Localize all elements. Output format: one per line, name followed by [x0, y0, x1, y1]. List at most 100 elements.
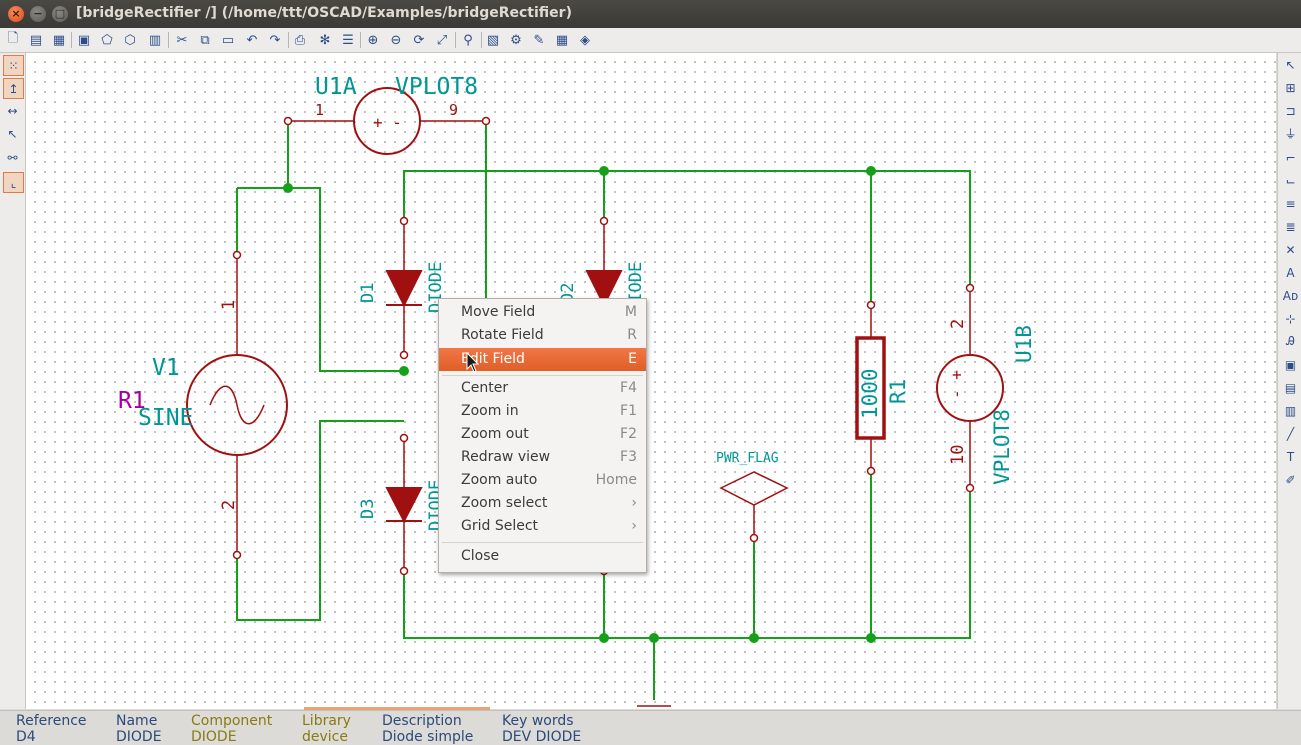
menu-item-zoom-select[interactable]: Zoom select ›: [461, 495, 637, 511]
zoom-auto-icon[interactable]: ⤢: [436, 32, 448, 48]
find-icon[interactable]: ⚲: [463, 32, 473, 48]
annotate-icon[interactable]: ▧: [486, 32, 500, 48]
place-power-icon[interactable]: ⏚: [1284, 127, 1297, 141]
right-toolbar: ↖ ⊞ ⊐ ⏚ ⌐ ⌙ ≡ ≣ ✕ A Aᴅ ⊹ Ꭿ ▣ ▤ ▥ ╱ T ✐: [1277, 53, 1301, 709]
close-window-button[interactable]: ×: [8, 6, 24, 22]
schematic-canvas[interactable]: + - - + U1A VPLOT8 1 9 V1 R1 SINE 1 2 D1…: [26, 53, 1276, 709]
status-component: Component DIODE: [191, 713, 273, 745]
import-pin-icon[interactable]: ▤: [1284, 380, 1297, 395]
maximize-window-button[interactable]: □: [52, 6, 68, 22]
hierarchy-nav-icon[interactable]: ⊞: [1285, 80, 1296, 95]
d1-label[interactable]: D1: [358, 282, 378, 303]
junction-icon[interactable]: ⊹: [1285, 311, 1296, 326]
cursor-shape-icon[interactable]: ↖: [7, 126, 18, 141]
erc-icon[interactable]: ⚙: [510, 32, 522, 48]
graphic-text-icon[interactable]: T: [1286, 449, 1295, 464]
junctions: [283, 166, 876, 643]
units-mm-icon[interactable]: ↔: [7, 103, 18, 118]
diode-triangles: [385, 270, 623, 524]
cvpcb-icon[interactable]: ✎: [533, 32, 545, 48]
r1-label[interactable]: R1: [886, 378, 910, 404]
r1-value-label[interactable]: 1000: [858, 368, 882, 419]
vplot8-right-label[interactable]: VPLOT8: [990, 409, 1014, 485]
hidden-pins-icon[interactable]: ⚯: [7, 150, 18, 165]
pcbnew-icon[interactable]: ◈: [580, 32, 590, 48]
status-description: Description Diode simple: [382, 713, 474, 745]
sine-label[interactable]: SINE: [138, 405, 194, 431]
no-connect-icon[interactable]: ✕: [1285, 242, 1296, 257]
page-settings-icon[interactable]: ▣: [77, 32, 91, 48]
paste-icon[interactable]: ▭: [221, 32, 235, 48]
status-keywords: Key words DEV DIODE: [502, 713, 582, 745]
wire-angle-icon[interactable]: ⌞: [3, 172, 24, 193]
hier-sheet-icon[interactable]: ▣: [1284, 357, 1297, 372]
menu-item-rotate-field[interactable]: Rotate Field R: [461, 327, 637, 343]
pwr-flag-label[interactable]: PWR_FLAG: [716, 451, 779, 466]
grid-toggle-icon[interactable]: ⁙: [3, 55, 24, 76]
main-toolbar: 🗋 ▤ ▦ ▣ ⬠ ⬡ ▥ ✂ ⧉ ▭ ↶ ↷ ⎙ ✻ ☰ ⊕ ⊖ ⟳ ⤢ ⚲ …: [0, 28, 1301, 53]
global-label-icon[interactable]: Aᴅ: [1282, 288, 1299, 303]
place-bus-icon[interactable]: ⌙: [1285, 173, 1296, 188]
u1a-label[interactable]: U1A: [315, 74, 357, 100]
place-wire-icon[interactable]: ⌐: [1285, 150, 1296, 165]
schematic-drawing: + - - +: [186, 87, 1004, 707]
copy-icon[interactable]: ⧉: [200, 32, 210, 48]
library-browser-icon[interactable]: ▥: [148, 32, 162, 48]
save-icon[interactable]: ▦: [52, 32, 66, 48]
redraw-icon[interactable]: ⟳: [413, 32, 425, 48]
redo-icon[interactable]: ↷: [269, 32, 281, 48]
bom-icon[interactable]: ☰: [342, 32, 354, 48]
open-file-icon[interactable]: ▤: [29, 32, 43, 48]
u1b-plus-minus: - +: [947, 370, 966, 399]
graphic-line-icon[interactable]: ╱: [1286, 426, 1295, 441]
undo-icon[interactable]: ↶: [246, 32, 258, 48]
u1b-pin2-label: 2: [948, 318, 968, 329]
pin1-label: 1: [315, 101, 325, 119]
vplot8-top-label[interactable]: VPLOT8: [395, 74, 479, 100]
select-tool-icon[interactable]: ↖: [1285, 57, 1296, 72]
mouse-cursor-icon: [466, 352, 480, 373]
netlist-icon[interactable]: ✻: [319, 32, 331, 48]
menu-item-zoom-out[interactable]: Zoom out F2: [461, 426, 637, 442]
submenu-arrow-icon: ›: [631, 495, 637, 511]
menu-item-redraw-view[interactable]: Redraw view F3: [461, 449, 637, 465]
library-editor-icon[interactable]: ⬡: [124, 32, 136, 48]
status-reference: Reference D4: [16, 713, 87, 745]
submenu-arrow-icon: ›: [631, 518, 637, 534]
zoom-in-icon[interactable]: ⊕: [367, 32, 379, 48]
place-component-icon[interactable]: ⊐: [1285, 103, 1296, 118]
print-icon[interactable]: ⎙: [294, 32, 306, 48]
pin9-label: 9: [449, 101, 459, 119]
units-inch-icon[interactable]: ↥: [3, 78, 24, 99]
net-label-icon[interactable]: A: [1286, 265, 1295, 280]
r1-ref-label[interactable]: R1: [118, 388, 146, 414]
cut-icon[interactable]: ✂: [176, 32, 188, 48]
hier-pin-icon[interactable]: ▥: [1284, 403, 1297, 418]
netlist-gen-icon[interactable]: ▦: [555, 32, 569, 48]
menu-item-zoom-auto[interactable]: Zoom auto Home: [461, 472, 637, 488]
context-menu: Move Field M Rotate Field R Edit Field E…: [438, 298, 647, 573]
new-file-icon[interactable]: 🗋: [7, 31, 19, 46]
bus-to-bus-icon[interactable]: ≣: [1285, 219, 1296, 234]
minimize-window-button[interactable]: −: [30, 6, 46, 22]
v1-pin1-label: 1: [219, 299, 240, 311]
schematic-text: + - - +: [373, 113, 966, 399]
wire-to-bus-icon[interactable]: ≡: [1285, 196, 1296, 211]
zoom-out-icon[interactable]: ⊖: [390, 32, 402, 48]
u1b-label[interactable]: U1B: [1012, 325, 1036, 363]
menu-item-move-field[interactable]: Move Field M: [461, 304, 637, 320]
progress-strip: [304, 707, 490, 710]
delete-tool-icon[interactable]: ✐: [1285, 472, 1296, 487]
d3-label[interactable]: D3: [358, 498, 378, 519]
menu-item-grid-select[interactable]: Grid Select ›: [461, 518, 637, 534]
v1-label[interactable]: V1: [152, 355, 180, 381]
hier-label-icon[interactable]: Ꭿ: [1286, 334, 1295, 348]
menu-item-center[interactable]: Center F4: [461, 380, 637, 396]
menu-item-close[interactable]: Close: [461, 548, 500, 564]
menu-item-zoom-in[interactable]: Zoom in F1: [461, 403, 637, 419]
status-bar: Reference D4 Name DIODE Component DIODE …: [0, 710, 1301, 745]
left-toolbar: ⁙ ↥ ↔ ↖ ⚯ ⌞: [0, 53, 26, 709]
u1b-pin10-label: 10: [948, 444, 968, 465]
hierarchy-icon[interactable]: ⬠: [101, 32, 113, 48]
window-titlebar: × − □ [bridgeRectifier /] (/home/ttt/OSC…: [0, 0, 1301, 28]
